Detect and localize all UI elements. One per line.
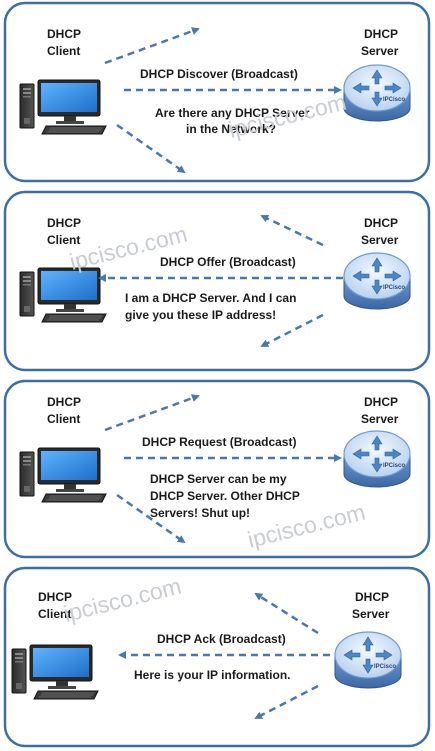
panel-border (3, 190, 431, 372)
router-logo: IPCisco (383, 97, 405, 103)
router-logo: IPCisco (383, 285, 405, 291)
client-label-line1: DHCP (47, 395, 81, 409)
client-computer-icon (19, 79, 107, 135)
client-label-line2: Client (47, 412, 80, 426)
client-computer-icon (19, 447, 107, 503)
server-label-line2: Server (361, 412, 399, 426)
server-label-line2: Server (361, 44, 399, 58)
client-label-line1: DHCP (47, 216, 81, 230)
client-label-line2: Client (47, 233, 80, 247)
panel-offer: DHCP Client DHCP Server IPCisco DHCP Off… (3, 190, 431, 372)
dhcp-server-router-icon (343, 252, 411, 310)
message-description-line1: DHCP Server can be my (150, 472, 287, 486)
server-label-line1: DHCP (364, 395, 398, 409)
panel-border (3, 1, 431, 183)
panel-ack: DHCP Client DHCP Server IPCisco DHCP Ack… (3, 566, 431, 748)
client-label-line2: Client (47, 44, 80, 58)
panel-discover: DHCP Client DHCP Server IPCisco DHCP Dis… (3, 1, 431, 183)
dhcp-server-router-icon (343, 430, 411, 488)
broadcast-arrow-down (116, 123, 186, 174)
panel-border (3, 566, 431, 748)
message-description-line1: Are there any DHCP Server (155, 106, 310, 120)
server-label-line2: Server (352, 607, 390, 621)
client-label-line1: DHCP (38, 590, 72, 604)
client-computer-icon (19, 267, 107, 323)
message-label: DHCP Offer (Broadcast) (160, 255, 296, 269)
dhcp-server-router-icon (334, 631, 402, 689)
message-label: DHCP Ack (Broadcast) (157, 632, 286, 646)
broadcast-arrow-up (254, 592, 319, 635)
message-description-line3: Servers! Shut up! (150, 506, 250, 520)
message-label: DHCP Discover (Broadcast) (140, 67, 298, 81)
message-description-line2: give you these IP address! (125, 308, 276, 322)
router-logo: IPCisco (374, 664, 396, 670)
router-logo: IPCisco (383, 463, 405, 469)
message-description-line2: DHCP Server. Other DHCP (150, 489, 300, 503)
broadcast-arrow-up (104, 27, 200, 65)
panel-border (3, 379, 431, 559)
message-description-line1: I am a DHCP Server. And I can (125, 291, 296, 305)
server-label-line1: DHCP (355, 590, 389, 604)
server-label-line1: DHCP (364, 27, 398, 41)
client-label-line1: DHCP (47, 27, 81, 41)
panel-request: DHCP Client DHCP Server IPCisco DHCP Req… (3, 379, 431, 559)
message-label: DHCP Request (Broadcast) (142, 435, 296, 449)
client-computer-icon (11, 644, 99, 700)
message-description-line2: in the Network? (186, 122, 276, 136)
client-label-line2: Client (38, 607, 71, 621)
server-label-line1: DHCP (364, 216, 398, 230)
message-description-line1: Here is your IP information. (134, 668, 290, 682)
dhcp-server-router-icon (343, 64, 411, 122)
broadcast-arrow-down (116, 493, 186, 544)
server-label-line2: Server (361, 233, 399, 247)
broadcast-arrow-up (104, 394, 200, 432)
